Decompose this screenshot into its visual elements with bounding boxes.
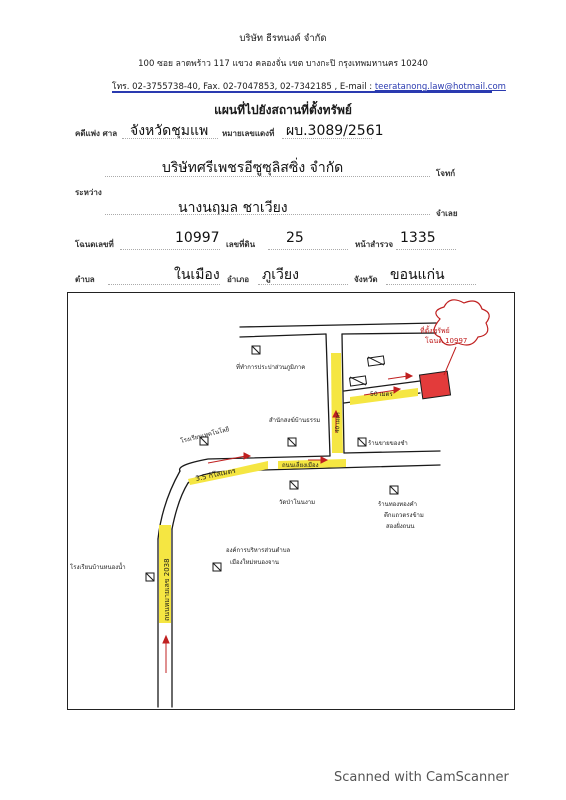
landmark-church: วัดป่าโนนงาม — [279, 498, 315, 506]
label-50m: 50 เมตร — [370, 391, 393, 398]
province-label: จังหวัด — [354, 275, 378, 284]
province-value: ขอนแก่น — [390, 267, 445, 283]
defendant-underline — [105, 214, 430, 216]
box-school-left — [145, 572, 155, 582]
court-label: คดีแพ่ง ศาล — [75, 129, 118, 138]
case-label: หมายเลขแดงที่ — [222, 129, 275, 138]
highlight-bypass — [278, 459, 346, 469]
landmark-tao: องค์การบริหารส่วนตำบล — [226, 546, 291, 554]
target-label: ที่ตั้งทรัพย์ — [420, 324, 450, 335]
highlight-2038 — [159, 525, 171, 623]
defendant-label: จำเลย — [436, 209, 458, 218]
arrow-lane-north — [332, 409, 340, 418]
curve-west — [157, 470, 181, 540]
landmark-bank: ร้านทองทองคำ — [378, 501, 417, 508]
box-water — [251, 345, 261, 355]
arrow-to-target — [405, 372, 414, 380]
plaintiff-value: บริษัทศรีเพชรอีซูซุลิสซิ่ง จำกัด — [162, 160, 344, 176]
company-contact: โทร. 02-3755738-40, Fax. 02-7047853, 02-… — [112, 79, 506, 93]
road-north-lower-left — [239, 333, 327, 338]
box-church — [289, 480, 299, 490]
deed-value: 10997 — [175, 230, 220, 246]
highlights — [159, 353, 418, 623]
land-value: 25 — [286, 230, 304, 246]
arrow-bypass-1 — [243, 452, 252, 460]
arrow-side-lane — [393, 386, 402, 394]
map-drawing: ที่ตั้งทรัพย์ โฉนด 10997 50 เมตร 40 เมตร… — [70, 299, 490, 708]
survey-value: 1335 — [400, 230, 436, 246]
box-shop-top — [357, 437, 367, 447]
highlight-50m — [350, 388, 418, 405]
box-temple — [287, 437, 297, 447]
page-title: แผนที่ไปยังสถานที่ตั้งทรัพย์ — [214, 103, 352, 117]
route-arrows — [162, 372, 414, 673]
box-bank — [389, 485, 399, 495]
label-35km: 3.5 กิโลเมตร — [195, 466, 237, 483]
land-underline — [268, 249, 348, 251]
plaintiff-label: โจทก์ — [436, 169, 456, 178]
deed-label: โฉนดเลขที่ — [75, 240, 114, 249]
arrow-bypass-2 — [320, 456, 329, 464]
curve-east — [171, 482, 189, 530]
contact-email[interactable]: teeratanong.law@hotmail.com — [374, 82, 506, 92]
landmark-temple: สำนักสงฆ์บ้านธรรม — [269, 416, 320, 424]
between-label: ระหว่าง — [75, 188, 102, 197]
contact-phones: โทร. 02-3755738-40, Fax. 02-7047853, 02-… — [112, 82, 375, 92]
case-value: ผบ.3089/2561 — [286, 123, 384, 139]
box-tao — [212, 562, 222, 572]
landmark-bank-3: สองฝั่งถนน — [386, 522, 414, 530]
tambon-value: ในเมือง — [174, 267, 220, 283]
province-underline — [386, 284, 476, 286]
road-north-upper — [239, 322, 437, 328]
court-underline — [122, 138, 218, 140]
deed-underline — [120, 249, 220, 251]
landmark-shop-top: ร้านขายของชำ — [368, 440, 408, 447]
target-deed: โฉนด 10997 — [425, 336, 467, 345]
amphoe-label: อำเภอ — [227, 275, 250, 284]
box-house-2 — [366, 355, 386, 367]
court-value: จังหวัดชุมแพ — [130, 123, 209, 139]
landmark-bank-2: ตึกแถวตรงข้าม — [384, 512, 424, 519]
label-bypass: ถนนเลี่ยงเมือง — [282, 461, 319, 469]
bypass-upper-right — [343, 450, 441, 454]
label-40m: 40 เมตร — [335, 412, 342, 433]
land-label: เลขที่ดิน — [226, 240, 256, 249]
lane-west-edge — [325, 333, 331, 457]
highlight-35km — [188, 461, 268, 485]
landmark-school-left: โรงเรียนบ้านหนองน้ำ — [70, 561, 126, 571]
case-underline — [282, 138, 372, 140]
target-cloud — [433, 299, 490, 346]
box-school-mid — [199, 436, 209, 446]
target-parcel — [418, 370, 452, 400]
survey-label: หน้าสำรวจ — [355, 240, 394, 249]
tambon-label: ตำบล — [75, 275, 95, 284]
side-lane-upper — [343, 380, 421, 392]
box-house-1 — [348, 375, 368, 387]
defendant-value: นางนฤมล ชาเวียง — [178, 200, 288, 216]
scanner-watermark: Scanned with CamScanner — [334, 770, 509, 785]
road-north-lower-right — [341, 332, 437, 335]
survey-underline — [396, 249, 456, 251]
landmark-symbols — [145, 345, 399, 582]
landmark-tao-2: เมืองใหม่หนองจาน — [230, 558, 279, 566]
amphoe-underline — [258, 284, 348, 286]
company-address: 100 ซอย ลาดพร้าว 117 แขวง คลองจั่น เขต บ… — [138, 59, 428, 69]
lane-east-edge — [341, 333, 345, 454]
arrow-up-2038 — [162, 634, 170, 644]
highlight-40m — [331, 353, 343, 453]
contact-underline — [112, 91, 492, 93]
amphoe-value: ภูเวียง — [262, 267, 299, 283]
plaintiff-underline — [105, 176, 430, 178]
target-pointer — [443, 346, 457, 376]
label-route-2038: ถนนหมายเลข 2038 — [163, 558, 171, 621]
company-name: บริษัท ธีรทนงค์ จำกัด — [239, 33, 327, 44]
map-labels: ที่ตั้งทรัพย์ โฉนด 10997 50 เมตร 40 เมตร… — [70, 324, 467, 621]
tambon-underline — [108, 284, 220, 286]
landmark-water: ที่ทำการประปาส่วนภูมิภาค — [236, 363, 305, 371]
location-map: ที่ตั้งทรัพย์ โฉนด 10997 50 เมตร 40 เมตร… — [67, 292, 515, 710]
bypass-upper-left — [178, 455, 331, 472]
